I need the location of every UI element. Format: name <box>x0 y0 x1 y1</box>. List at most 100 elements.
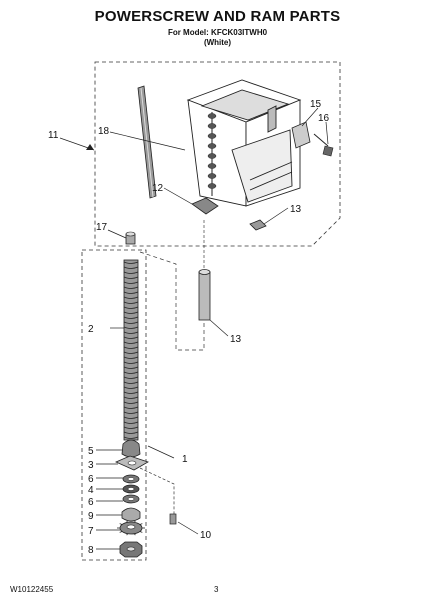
screw-thread <box>123 386 139 389</box>
spiral-coil <box>207 113 217 119</box>
screw-thread <box>123 346 139 349</box>
callout-4: 4 <box>88 485 94 496</box>
gear-tooth <box>134 533 136 536</box>
callout-13: 13 <box>290 204 302 215</box>
gear-tooth <box>139 531 143 533</box>
callout-3: 3 <box>88 460 94 471</box>
callout-12: 12 <box>152 183 164 194</box>
callout-8: 8 <box>88 545 94 556</box>
screw-thread <box>123 316 139 319</box>
screw-thread <box>123 306 139 309</box>
housing-spiral-guide <box>207 112 217 196</box>
part-14-rod <box>198 220 211 321</box>
screw-thread <box>123 341 139 344</box>
ram-assembly-outline <box>94 61 341 247</box>
screw-thread <box>123 276 139 279</box>
screw-thread <box>123 331 139 334</box>
screw-thread <box>123 411 139 414</box>
spiral-coil <box>207 183 217 189</box>
screw-thread <box>123 261 139 264</box>
screw-thread <box>123 371 139 374</box>
screw-thread <box>123 356 139 359</box>
callout-18: 18 <box>98 126 110 137</box>
callout-17: 17 <box>96 222 108 233</box>
screw-thread <box>123 271 139 274</box>
part-4-washer <box>122 484 140 494</box>
screw-thread <box>123 431 139 434</box>
screw-thread <box>123 436 139 439</box>
page-title: POWERSCREW AND RAM PARTS <box>94 8 341 25</box>
screw-thread <box>123 301 139 304</box>
part-10-screw <box>169 513 177 525</box>
screw-thread <box>123 391 139 394</box>
screw-thread <box>123 361 139 364</box>
callout-6-lower: 6 <box>88 497 94 508</box>
callout-10: 10 <box>200 530 212 541</box>
part-8-nut <box>119 541 143 558</box>
callout-14: 13 <box>230 334 242 345</box>
callout-16: 16 <box>318 113 330 124</box>
gear-tooth <box>139 523 143 525</box>
screw-thread <box>123 336 139 339</box>
screw-thread <box>123 266 139 269</box>
part-13-fastener <box>249 219 267 231</box>
part-2-powerscrew <box>123 259 139 441</box>
ram-housing <box>186 79 302 207</box>
callout-7: 7 <box>88 526 94 537</box>
part-10-guide-line <box>139 467 175 514</box>
color-line: (White) <box>203 38 232 47</box>
part-3-mount-plate <box>115 455 149 471</box>
spiral-coil <box>207 133 217 139</box>
callout-2: 2 <box>88 324 94 335</box>
gear-tooth <box>119 523 123 525</box>
part-18-strip <box>137 85 157 199</box>
screw-thread <box>123 281 139 284</box>
leader-lines <box>59 107 329 550</box>
callout-6-upper: 6 <box>88 474 94 485</box>
spiral-coil <box>207 153 217 159</box>
part-6-washer-upper <box>122 474 140 484</box>
spiral-coil <box>207 143 217 149</box>
callout-15: 15 <box>310 99 322 110</box>
callout-11: 11 <box>48 130 59 141</box>
screw-thread <box>123 311 139 314</box>
screw-thread <box>123 416 139 419</box>
part-17-cap <box>125 231 136 245</box>
gear-tooth <box>134 520 136 523</box>
screw-thread <box>123 401 139 404</box>
part-12-nut <box>191 197 219 215</box>
screw-thread <box>123 396 139 399</box>
part-5-collar <box>121 439 141 458</box>
screw-thread <box>123 421 139 424</box>
assembly-link-line <box>139 251 205 351</box>
doc-number: W10122455 <box>10 585 54 594</box>
screw-thread <box>123 376 139 379</box>
page-number: 3 <box>214 585 219 594</box>
screw-thread <box>123 426 139 429</box>
callout-11-arrow <box>86 144 94 150</box>
spiral-coil <box>207 123 217 129</box>
screw-thread <box>123 381 139 384</box>
callout-1: 1 <box>182 454 188 465</box>
gear-tooth <box>126 520 128 523</box>
model-line: For Model: KFCK03ITWH0 <box>167 28 268 37</box>
powerscrew-assembly-outline <box>81 249 147 561</box>
screw-thread <box>123 291 139 294</box>
callout-5: 5 <box>88 446 94 457</box>
screw-thread <box>123 296 139 299</box>
callout-9: 9 <box>88 511 94 522</box>
spiral-coil <box>207 173 217 179</box>
screw-thread <box>123 286 139 289</box>
part-6-washer-lower <box>122 494 140 504</box>
screw-thread <box>123 351 139 354</box>
part-16-screw <box>313 133 334 157</box>
part-9-bushing <box>121 507 141 522</box>
screw-thread <box>123 366 139 369</box>
screw-thread <box>123 321 139 324</box>
screw-thread <box>123 326 139 329</box>
spiral-coil <box>207 163 217 169</box>
part-15-bracket <box>291 121 311 149</box>
part-7-gear <box>117 520 145 536</box>
